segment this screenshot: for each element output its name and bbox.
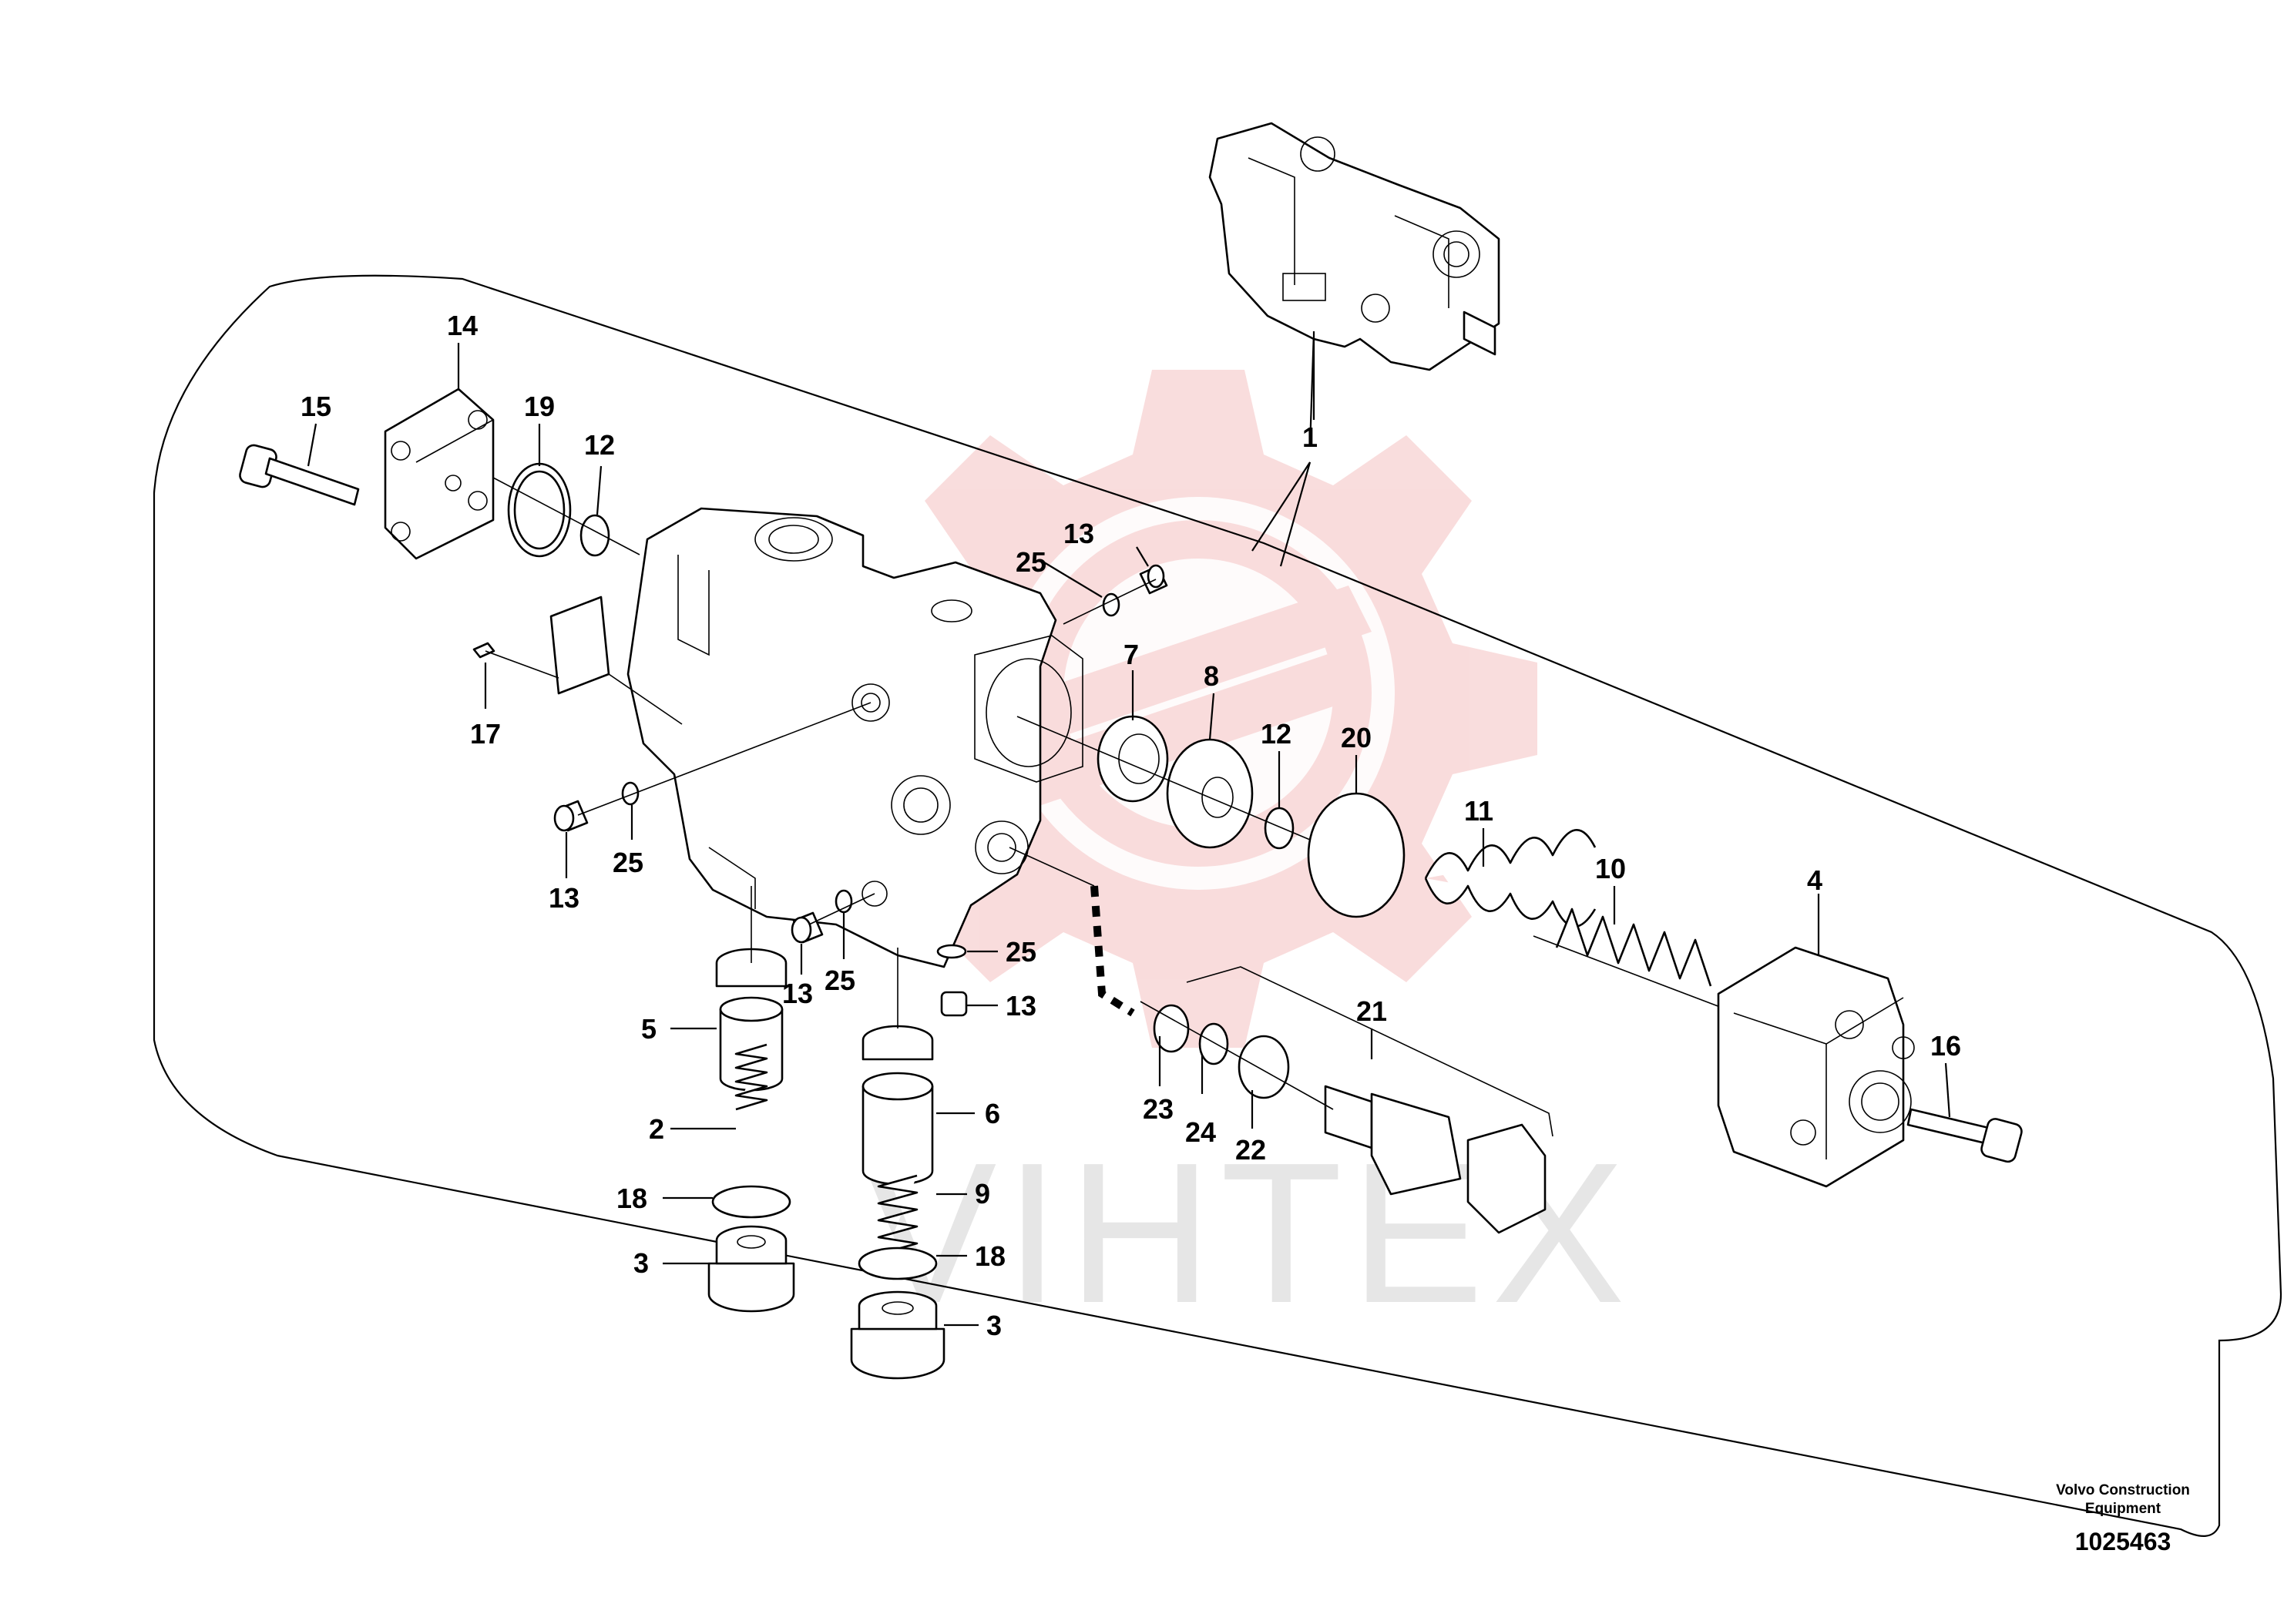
relief-valve-21 — [1140, 966, 1553, 1234]
callout-2: 2 — [649, 1113, 664, 1145]
o-ring-20 — [1307, 792, 1406, 918]
callout-25-left: 25 — [613, 847, 643, 878]
callout-25-lower: 25 — [1006, 936, 1036, 968]
valve-body — [626, 507, 1083, 968]
spring-11 — [1424, 828, 1597, 928]
plug-3-left — [707, 1225, 795, 1313]
spring-seat-7 — [1097, 715, 1169, 803]
o-ring-25-left — [621, 781, 640, 806]
callout-25-top: 25 — [1016, 546, 1046, 578]
publisher-line-1: Volvo Construction — [2056, 1482, 2190, 1498]
callout-6: 6 — [985, 1098, 1000, 1129]
bracket-item-1 — [1251, 461, 1312, 567]
o-ring-25-lower — [936, 944, 967, 959]
callout-1: 1 — [1302, 421, 1318, 453]
callout-12-left: 12 — [584, 429, 615, 461]
callout-22: 22 — [1235, 1134, 1266, 1166]
callout-23: 23 — [1143, 1093, 1174, 1125]
plug-13-left — [553, 800, 589, 832]
callout-18-left: 18 — [616, 1183, 647, 1214]
cover-right — [1717, 946, 1915, 1188]
callout-13-mid: 13 — [782, 978, 813, 1009]
callout-labels: 1 2 3 3 4 5 6 7 8 9 10 11 12 12 13 13 13… — [301, 310, 1961, 1341]
callout-21: 21 — [1356, 995, 1387, 1027]
callout-9: 9 — [975, 1178, 990, 1210]
callout-19: 19 — [524, 391, 555, 422]
callout-7: 7 — [1123, 639, 1139, 670]
piston-6 — [862, 1025, 934, 1186]
o-ring-19-inner — [513, 470, 566, 550]
name-plate — [472, 596, 683, 725]
callout-24: 24 — [1185, 1116, 1216, 1148]
bolt-16 — [1906, 1108, 2023, 1163]
callout-20: 20 — [1341, 722, 1372, 753]
callout-13-left: 13 — [549, 882, 579, 914]
callout-3-right: 3 — [986, 1310, 1002, 1341]
spring-2 — [734, 1043, 768, 1111]
callout-17: 17 — [470, 718, 501, 750]
plug-13-lower — [940, 991, 968, 1017]
callout-16: 16 — [1930, 1030, 1961, 1062]
o-ring-25-mid — [835, 889, 853, 914]
dashed-leader-21 — [1090, 885, 1135, 1017]
publisher-line-2: Equipment — [2085, 1501, 2161, 1517]
o-ring-18-left — [711, 1185, 791, 1219]
plug-3-right — [850, 1290, 945, 1380]
valve-assembly-complete — [1208, 122, 1500, 371]
callout-10: 10 — [1595, 853, 1626, 884]
publisher-block: Volvo Construction Equipment 1025463 — [2056, 1482, 2190, 1555]
spring-10 — [1555, 908, 1712, 987]
seal-12-right — [1264, 807, 1295, 850]
plug-13-mid — [791, 911, 824, 944]
callout-11: 11 — [1464, 795, 1493, 827]
callout-8: 8 — [1204, 660, 1219, 692]
o-ring-18-right — [858, 1247, 938, 1280]
callout-5: 5 — [641, 1013, 657, 1045]
o-ring-25-top — [1102, 592, 1120, 617]
seal-12-left — [579, 514, 610, 557]
bolt-15 — [239, 444, 360, 506]
cover-left — [384, 388, 495, 560]
publication-number: 1025463 — [2075, 1528, 2171, 1555]
callout-3-left: 3 — [633, 1247, 649, 1279]
callout-12-right: 12 — [1261, 718, 1291, 750]
callout-14: 14 — [447, 310, 478, 341]
callout-18-right: 18 — [975, 1240, 1006, 1272]
assembly-boundary — [153, 274, 2282, 1537]
callout-25-mid: 25 — [825, 965, 855, 996]
callout-4: 4 — [1807, 864, 1822, 896]
callout-13-lower: 13 — [1006, 990, 1036, 1022]
callout-13-top: 13 — [1063, 518, 1094, 549]
callout-15: 15 — [301, 391, 331, 422]
washer-8 — [1166, 738, 1254, 849]
callout-leaders — [307, 331, 1951, 1327]
